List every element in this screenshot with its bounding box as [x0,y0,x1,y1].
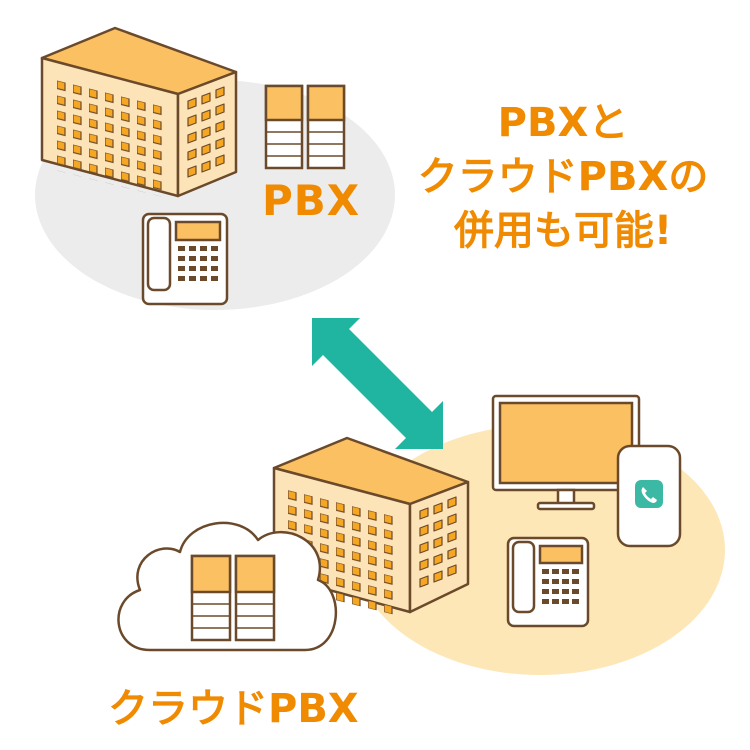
onprem-pbx-label: PBX [262,176,361,225]
headline: PBXと クラウドPBXの 併用も可能! [388,96,738,258]
cloud-office-desk-phone-icon [506,536,590,628]
cloud-pbx-server-icon [190,554,276,642]
onprem-building-icon [40,26,238,198]
headline-line-3: 併用も可能! [453,208,673,254]
cloud-pbx-label: クラウドPBX [108,686,359,732]
onprem-pbx-server-icon [264,84,346,170]
headline-line-1: PBXと [497,100,629,146]
headline-line-2: クラウドPBXの [417,154,709,200]
onprem-desk-phone-icon [141,212,229,306]
bidirectional-arrow-icon [312,318,443,449]
smartphone-icon [616,444,682,548]
monitor-icon [491,394,641,511]
